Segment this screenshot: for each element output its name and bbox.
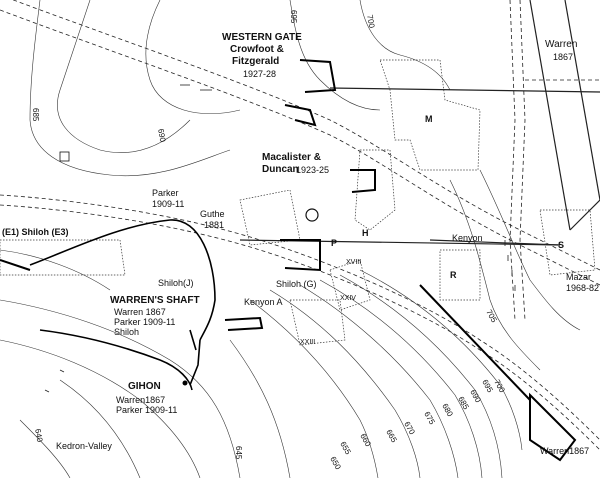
area-h: H [362,228,369,238]
gihon-line-1: Warren1867 [116,395,166,405]
parker-name: Parker [152,188,179,198]
area-xxiii: XXIII [300,339,316,346]
kenyon-a: Kenyon A [244,297,283,307]
western-gate-date: 1927-28 [243,69,277,79]
roads [0,0,600,451]
contour-695: 695 [289,10,298,24]
warren-top-date: 1867 [553,52,574,62]
contour-685: 685 [31,108,40,122]
mazar-date: 1968-82 [566,283,600,293]
guthe-date: 1881 [204,220,225,230]
walls [0,59,577,462]
parker-date: 1909-11 [152,199,185,209]
western-gate-title: WESTERN GATE [222,32,302,43]
warren-bottom-right: Warren1867 [540,446,590,456]
western-gate-excavators-2: Fitzgerald [232,56,280,67]
area-xviii: XVIII [346,259,362,266]
water-channel [29,219,216,391]
kenyon-label: Kenyon [452,233,483,243]
excavation-areas [0,59,596,346]
macalister-label-2: Duncan [262,164,299,175]
area-r: R [450,270,457,280]
area-m: M [425,114,433,124]
area-p: P [331,238,338,248]
warrens-shaft-title: WARREN'S SHAFT [110,295,200,306]
macalister-date: 1923-25 [296,165,330,175]
ring-structure [305,208,319,222]
warren-top-name: Warren [545,39,578,50]
shiloh-j: Shiloh(J) [158,278,194,288]
gihon-line-2: Parker 1909-11 [116,405,178,415]
gihon-spring-marker [182,380,188,386]
warrens-shaft-line-3: Shiloh [114,327,140,337]
shiloh-e1-e3: (E1) Shiloh (E3) [2,227,69,237]
area-xxiv: XXIV [340,295,356,302]
western-gate-excavators-1: Crowfoot & [230,44,284,55]
guthe-name: Guthe [200,209,225,219]
contour-645: 645 [234,446,243,460]
warrens-shaft-line-2: Parker 1909-11 [114,317,176,327]
kedron-valley: Kedron-Valley [56,441,112,451]
ruin-marker [59,151,70,162]
macalister-label-1: Macalister & [262,152,321,163]
mazar-name: Mazar [566,272,592,282]
warrens-shaft-line-1: Warren 1867 [114,307,166,317]
gihon-title: GIHON [128,381,161,392]
area-s: S [558,240,565,250]
hatch-marks [44,84,516,393]
contour-lines [0,0,581,478]
shiloh-g: Shiloh (G) [276,279,317,289]
